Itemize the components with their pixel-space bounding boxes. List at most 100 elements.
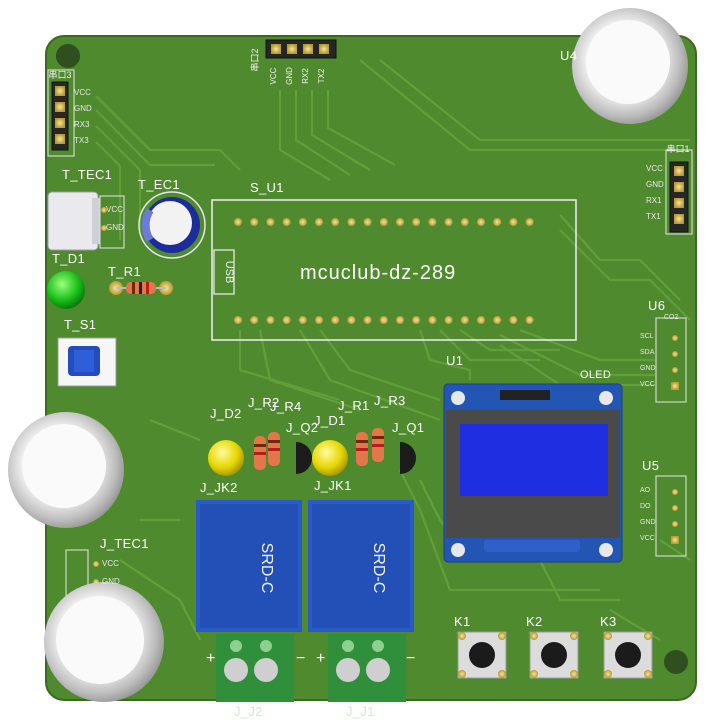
label-t-tec1: T_TEC1 xyxy=(62,167,113,182)
module-pin-pad xyxy=(477,316,485,324)
module-pin-pad xyxy=(298,316,307,324)
module-pin-pad xyxy=(509,218,518,226)
label-k1: K1 xyxy=(454,614,471,629)
module-pin-pad xyxy=(234,218,242,226)
module-pin-pad xyxy=(250,316,259,324)
port2-pin-label: TX2 xyxy=(317,68,326,83)
module-pin-pad xyxy=(347,316,356,324)
u5-pin-ao: AO xyxy=(640,487,651,494)
resistors-jr2-jr4 xyxy=(254,432,280,470)
module-pin-pad xyxy=(266,316,275,324)
port1-pin-gnd: GND xyxy=(646,180,664,189)
u6-pin-vcc: VCC xyxy=(640,381,655,388)
label-j-j1: J_J1 xyxy=(346,704,375,719)
label-t-s1: T_S1 xyxy=(64,317,97,332)
tec-connector xyxy=(47,191,125,251)
module-pin-pad xyxy=(493,218,502,226)
module-pin-pad xyxy=(444,316,453,324)
switch-ts1 xyxy=(57,337,117,387)
label-j-j2: J_J2 xyxy=(234,704,263,719)
port1-pin-rx1: RX1 xyxy=(646,196,662,205)
module-pin-pad xyxy=(347,218,356,226)
module-su1 xyxy=(211,199,577,341)
label-j-d1: J_D1 xyxy=(314,413,346,428)
module-pin-pad xyxy=(331,316,340,324)
header-port1 xyxy=(665,149,693,235)
port2-label: 串口2 xyxy=(250,48,260,71)
label-u5: U5 xyxy=(642,458,660,473)
terminal-jj1-minus: − xyxy=(406,650,416,667)
u5-pin-vcc: VCC xyxy=(640,535,655,542)
module-pin-pad xyxy=(315,316,323,324)
label-j-r4: J_R4 xyxy=(270,399,302,414)
label-t-d1: T_D1 xyxy=(52,251,85,266)
terminal-jj2-plus: + xyxy=(206,650,216,667)
oled-module xyxy=(443,383,623,563)
u5-pin-do: DO xyxy=(640,503,651,510)
port3-pin-tx3: TX3 xyxy=(74,136,89,145)
u6-pin-scl: SCL xyxy=(640,333,654,340)
module-pin-pad xyxy=(234,316,242,324)
label-j-r3: J_R3 xyxy=(374,393,406,408)
terminal-jj1-plus: + xyxy=(316,650,326,667)
buzzer-left-bottom xyxy=(44,582,164,702)
board-title: mcuclub-dz-289 xyxy=(300,262,457,284)
module-pin-pad xyxy=(379,316,388,324)
port2-pin-labels: VCC GND RX2 TX2 串口2 xyxy=(250,48,326,84)
jtec-pin-gnd: GND xyxy=(102,577,120,586)
label-j-q2: J_Q2 xyxy=(286,420,319,435)
module-pin-pad xyxy=(396,316,404,324)
module-pin-pad xyxy=(525,218,534,226)
port1-pin-vcc: VCC xyxy=(646,164,663,173)
port3-pin-gnd: GND xyxy=(74,104,92,113)
module-pin-pad xyxy=(460,316,469,324)
module-pin-pad xyxy=(282,316,291,324)
module-pin-pad xyxy=(282,218,291,226)
module-pin-pad xyxy=(477,218,485,226)
u6-pin-sda: SDA xyxy=(640,349,655,356)
port1-label: 串口1 xyxy=(666,144,689,154)
label-k2: K2 xyxy=(526,614,543,629)
module-pin-pad xyxy=(493,316,502,324)
label-j-q1: J_Q1 xyxy=(392,420,425,435)
module-pin-pad xyxy=(460,218,469,226)
resistors-jr1-jr3 xyxy=(356,428,384,466)
port2-pin-label: VCC xyxy=(269,67,278,84)
label-t-r1: T_R1 xyxy=(108,264,141,279)
header-port2 xyxy=(265,39,337,59)
label-j-r2: J_R2 xyxy=(248,395,280,410)
tec-pin-gnd: GND xyxy=(106,223,124,232)
port2-pin-label: RX2 xyxy=(301,68,310,84)
label-u6: U6 xyxy=(648,298,666,313)
label-u1: U1 xyxy=(446,353,464,368)
tec-pin-vcc: VCC xyxy=(106,205,123,214)
led-yellow-jd2 xyxy=(208,440,244,476)
label-oled: OLED xyxy=(580,369,612,381)
buzzer-left-mid xyxy=(8,412,124,528)
button-k3[interactable] xyxy=(603,631,653,679)
module-pin-pad xyxy=(428,316,437,324)
button-k1[interactable] xyxy=(457,631,507,679)
label-j-r1: J_R1 xyxy=(338,398,370,413)
module-pin-pad xyxy=(315,218,323,226)
port3-pin-rx3: RX3 xyxy=(74,120,90,129)
port2-pin-label: GND xyxy=(285,67,294,85)
module-pin-pad xyxy=(525,316,534,324)
label-s-u1: S_U1 xyxy=(250,180,284,195)
module-pin-pad xyxy=(250,218,259,226)
module-pin-pad xyxy=(298,218,307,226)
module-pin-pad xyxy=(363,316,372,324)
led-green xyxy=(47,271,85,309)
module-pin-pad xyxy=(428,218,437,226)
transistor-jq1 xyxy=(400,442,416,474)
u6-pin-gnd: GND xyxy=(640,365,656,372)
u5-pin-gnd: GND xyxy=(640,519,656,526)
relay-jjk2 xyxy=(196,500,302,632)
terminal-jj2-minus: − xyxy=(296,650,306,667)
button-k2[interactable] xyxy=(529,631,579,679)
usb-label: USB xyxy=(223,261,235,284)
port3-label: 串口3 xyxy=(48,70,71,80)
label-u4: U4 xyxy=(560,48,578,63)
label-j-d2: J_D2 xyxy=(210,406,242,421)
